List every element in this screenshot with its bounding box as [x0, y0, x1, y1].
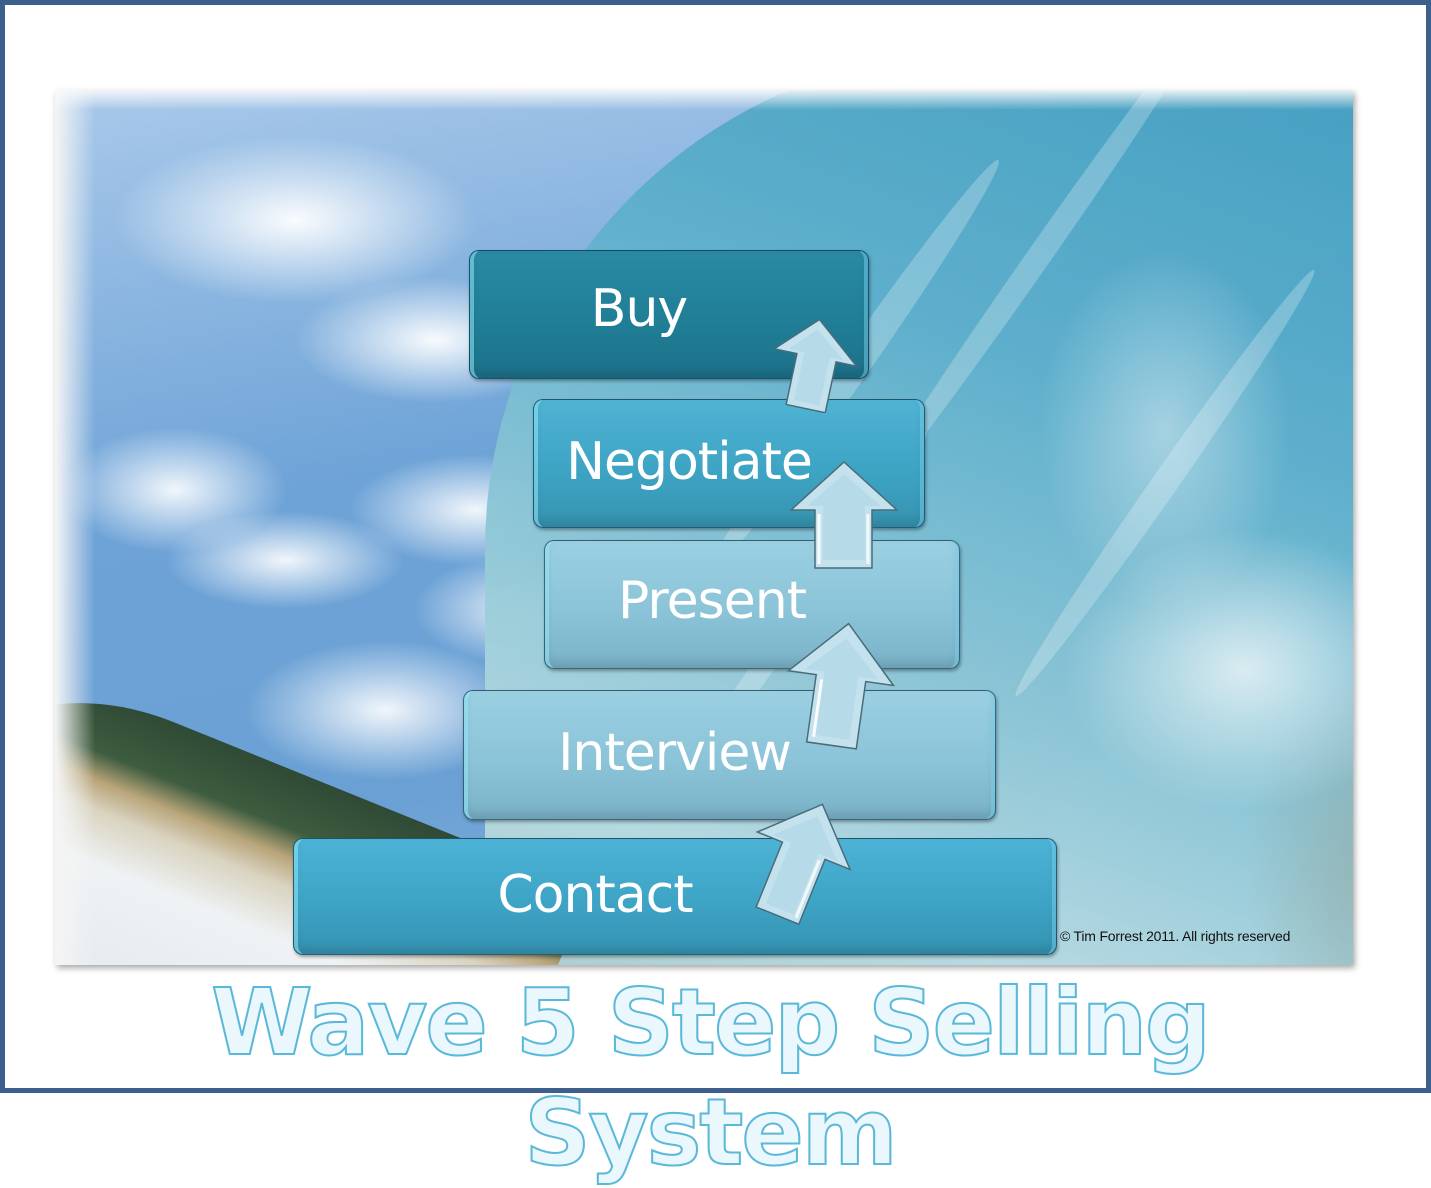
step-contact: Contact: [293, 838, 1057, 955]
step-label: Buy: [590, 278, 688, 339]
step-label: Interview: [558, 723, 792, 783]
up-arrow-icon: [772, 318, 859, 413]
up-arrow-icon: [786, 622, 896, 750]
copyright-notice: © Tim Forrest 2011. All rights reserved: [1060, 928, 1291, 944]
step-interview: Interview: [463, 690, 996, 820]
up-arrow-icon: [789, 460, 899, 569]
step-label: Present: [617, 570, 807, 631]
step-label: Contact: [497, 864, 693, 925]
up-arrow-icon: [755, 803, 852, 925]
step-label: Negotiate: [566, 431, 813, 492]
step-present: Present: [544, 540, 960, 669]
slide-title: Wave 5 Step Selling System: [210, 968, 1212, 1187]
